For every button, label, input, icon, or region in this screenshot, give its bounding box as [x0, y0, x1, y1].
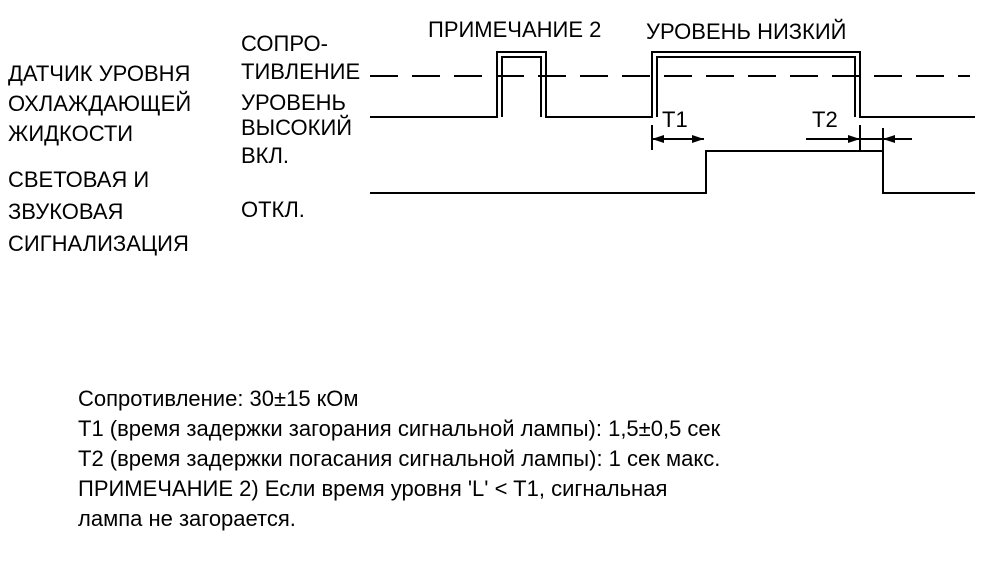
level-high-label-line2: ВЫСОКИЙ — [241, 115, 353, 140]
sensor-waveform — [370, 51, 975, 118]
note-2-line2: лампа не загорается. — [78, 506, 296, 531]
off-state-label: ОТКЛ. — [241, 197, 305, 222]
resistance-label-line2: ТИВЛЕНИЕ — [241, 59, 361, 84]
t2-arrow-left — [883, 135, 895, 143]
note-2-line1: ПРИМЕЧАНИЕ 2) Если время уровня 'L' < T1… — [78, 476, 668, 501]
note2-pulse-inner — [501, 56, 542, 117]
t1-arrow-left — [652, 135, 664, 143]
t1-arrow-right — [692, 135, 704, 143]
alarm-label-line3: СИГНАЛИЗАЦИЯ — [8, 231, 189, 256]
level-high-label-line1: УРОВЕНЬ — [241, 90, 346, 115]
alarm-label-line2: ЗВУКОВАЯ — [8, 199, 124, 224]
notes-block: Сопротивление: 30±15 кОм T1 (время задер… — [78, 384, 720, 534]
sensor-label-line1: ДАТЧИК УРОВНЯ — [8, 61, 191, 86]
note2-label: ПРИМЕЧАНИЕ 2 — [428, 17, 602, 42]
t2-label: T2 — [812, 107, 838, 132]
note-t1: T1 (время задержки загорания сигнальной … — [78, 416, 721, 441]
note-t2: T2 (время задержки погасания сигнальной … — [78, 446, 721, 471]
sensor-label-line2: ОХЛАЖДАЮЩЕЙ — [8, 91, 192, 116]
on-state-label: ВКЛ. — [241, 143, 290, 168]
level-low-pulse-inner — [656, 56, 856, 117]
alarm-waveform — [370, 150, 975, 194]
level-low-label: УРОВЕНЬ НИЗКИЙ — [646, 19, 847, 44]
resistance-label-line1: СОПРО- — [241, 31, 328, 56]
timing-diagram — [370, 51, 975, 194]
sensor-label-line3: ЖИДКОСТИ — [8, 121, 134, 146]
t1-label: T1 — [662, 107, 688, 132]
t2-arrow-right — [848, 135, 860, 143]
alarm-label-line1: СВЕТОВАЯ И — [8, 167, 150, 192]
note-resistance: Сопротивление: 30±15 кОм — [78, 386, 359, 411]
